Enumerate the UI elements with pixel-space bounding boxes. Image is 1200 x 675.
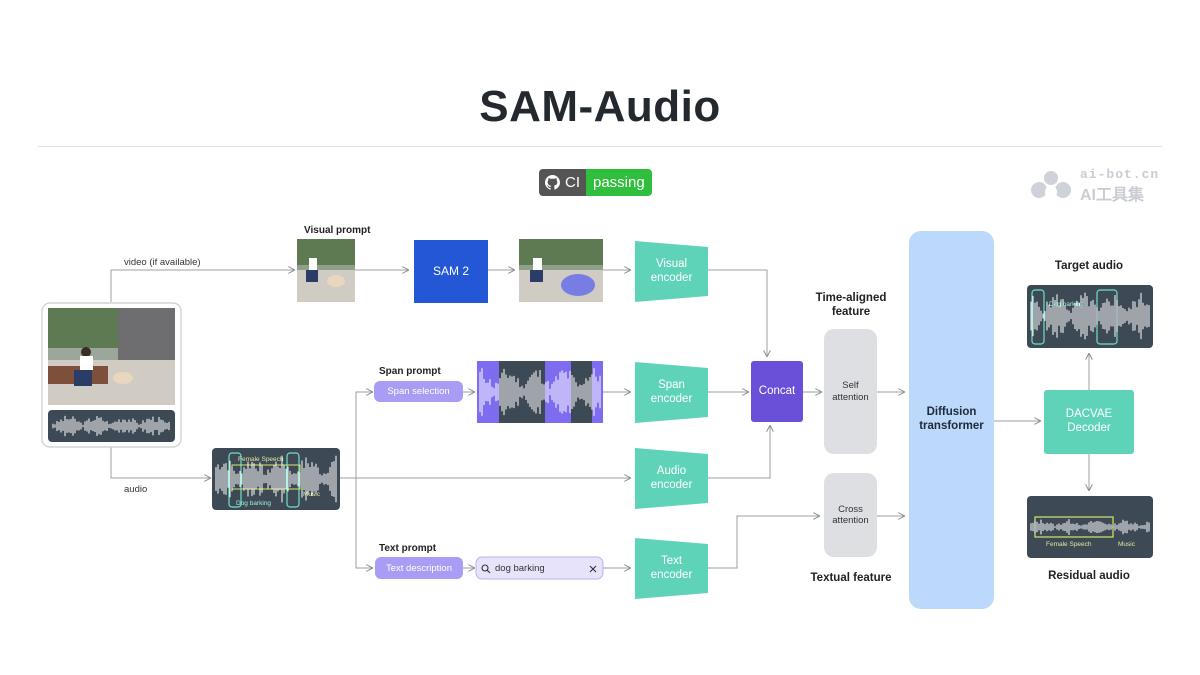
watermark-brand: AI工具集: [1080, 187, 1145, 204]
span-waveform-bars: [479, 368, 601, 416]
sam2-label: SAM 2: [432, 264, 469, 279]
edge-mix-text: [340, 477, 372, 568]
text-encoder-shape: [635, 538, 708, 599]
cross-attention-box: [824, 473, 877, 557]
residual-waveform-bars: [1030, 519, 1150, 535]
visual-encoder-shape: [635, 241, 708, 302]
mixture-waveform-bars: [215, 455, 337, 503]
edge-audio: [110, 447, 210, 478]
text-search-content[interactable]: dog barking: [481, 561, 599, 576]
text-prompt-label: Text prompt: [379, 543, 437, 554]
text-description-chip[interactable]: Text description: [375, 557, 463, 579]
residual-tag-music: Music: [1118, 541, 1135, 548]
span-encoder-label: Span encoder: [650, 378, 693, 405]
close-icon[interactable]: [589, 565, 597, 573]
edge-tenc-cross: [708, 516, 819, 569]
github-icon: [545, 175, 560, 190]
text-search-field: [475, 556, 604, 580]
text-encoder-label: Text encoder: [650, 554, 693, 581]
diffusion-box: [909, 231, 994, 609]
ci-status-badge[interactable]: CI passing: [539, 169, 652, 196]
span-prompt-label: Span prompt: [379, 366, 441, 377]
title-divider: [38, 146, 1162, 147]
mix-tag-dog-barking: Dog barking: [236, 500, 272, 507]
dacvae-box: [1044, 390, 1134, 454]
span-encoder-shape: [635, 362, 708, 423]
target-tag-dog-barking: Dog barking: [1049, 301, 1085, 308]
residual-audio-waveform: [1027, 496, 1153, 558]
self-attention-label: Self attention: [832, 380, 869, 403]
span-selection-chip[interactable]: Span selection: [374, 381, 463, 402]
edge-aenc-concat: [708, 426, 770, 479]
dacvae-decoder-label: DACVAE Decoder: [1065, 408, 1113, 434]
audio-label: audio: [124, 484, 148, 495]
video-label: video (if available): [124, 257, 201, 268]
input-video-thumbnail: [48, 308, 175, 405]
target-audio-waveform: [1027, 285, 1153, 348]
ci-badge-status: passing: [586, 169, 652, 196]
segmented-image: [519, 239, 603, 302]
concat-box: [751, 361, 803, 422]
edge-venc-concat: [708, 269, 767, 356]
time-aligned-feature-label: Time-aligned feature: [815, 292, 887, 318]
concat-label: Concat: [758, 384, 796, 397]
audio-encoder-label: Audio encoder: [650, 464, 693, 491]
search-value: dog barking: [495, 563, 545, 574]
input-waveform-bars: [52, 415, 170, 437]
visual-prompt-image: [297, 239, 355, 302]
visual-encoder-label: Visual encoder: [650, 257, 693, 284]
edge-video: [110, 270, 294, 302]
page-title: SAM-Audio: [479, 82, 721, 131]
mix-tag-music: Music: [303, 491, 320, 498]
watermark-url: ai-bot.cn: [1080, 167, 1160, 182]
textual-feature-label: Textual feature: [810, 572, 892, 584]
search-icon: [481, 563, 491, 573]
cross-attention-label: Cross attention: [832, 503, 869, 526]
edge-mix-span: [340, 392, 372, 479]
residual-audio-label: Residual audio: [1048, 570, 1130, 582]
audio-encoder-shape: [635, 448, 708, 509]
diffusion-transformer-label: Diffusion transformer: [919, 406, 984, 432]
residual-tag-female-speech: Female Speech: [1046, 541, 1092, 548]
ci-badge-left: CI: [539, 169, 586, 196]
watermark: ai-bot.cn AI工具集: [1026, 167, 1166, 204]
self-attention-box: [824, 329, 877, 454]
visual-prompt-label: Visual prompt: [304, 225, 371, 236]
cloud-logo-icon: [1031, 171, 1071, 198]
ci-badge-label: CI: [565, 174, 580, 191]
target-audio-label: Target audio: [1054, 260, 1124, 272]
sam2-box: [414, 240, 488, 303]
mix-tag-female-speech: Female Speech: [238, 456, 284, 463]
target-waveform-bars: [1030, 292, 1150, 340]
